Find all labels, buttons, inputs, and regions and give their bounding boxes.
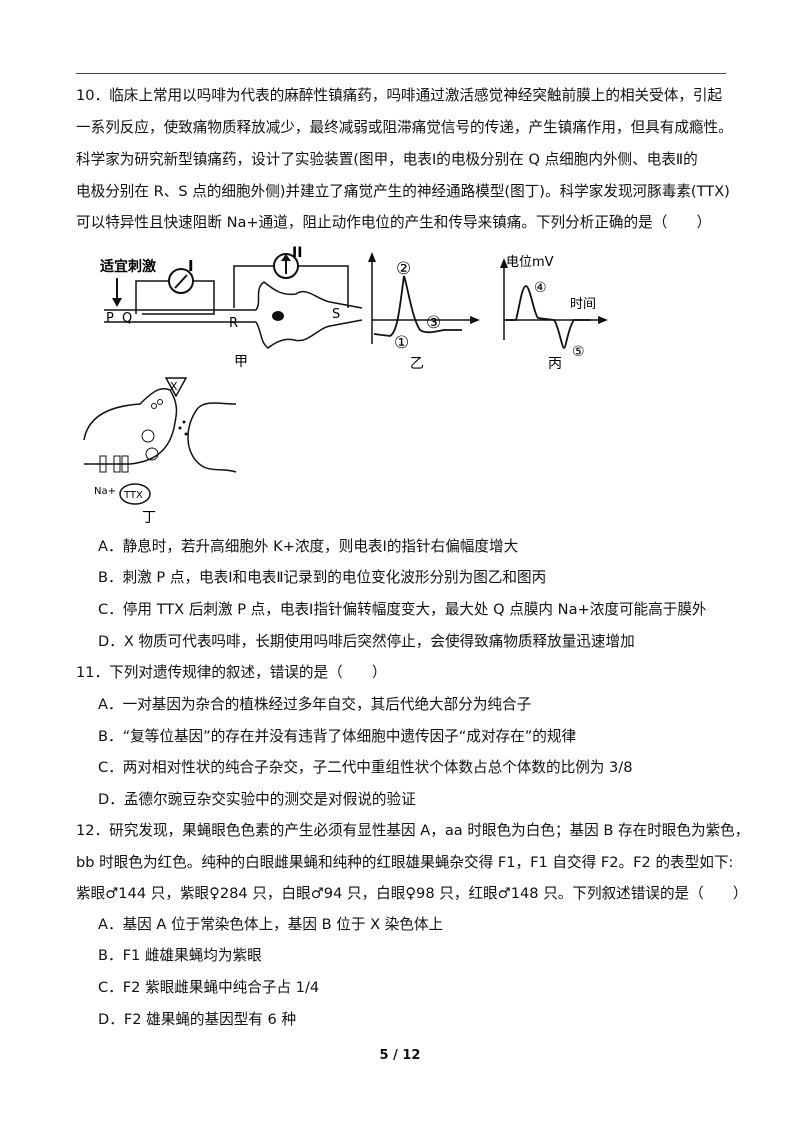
point-q: Q	[122, 311, 132, 326]
na-label: Na+	[94, 486, 116, 497]
q10-stem-line-3: 科学家为研究新型镇痛药，设计了实验装置(图甲，电表Ⅰ的电极分别在 Q 点细胞内外…	[76, 151, 698, 168]
q11-stem: 11．下列对遗传规律的叙述，错误的是（ ）	[76, 664, 387, 681]
point-s: S	[332, 307, 340, 322]
q10-stem-line-5: 可以特异性且快速阻断 Na+通道，阻止动作电位的产生和传导来镇痛。下列分析正确的…	[76, 214, 712, 231]
point-p: P	[106, 311, 114, 326]
x-label: X	[170, 380, 178, 393]
caption-bing: 丙	[548, 356, 562, 372]
marker-4: ④	[534, 280, 547, 296]
figure-jia: 适宜刺激 I II P Q R S 甲	[100, 245, 363, 370]
q11-option-a: A．一对基因为杂合的植株经过多年自交，其后代绝大部分为纯合子	[98, 696, 532, 713]
q10-option-b: B．刺激 P 点，电表Ⅰ和电表Ⅱ记录到的电位变化波形分别为图乙和图丙	[98, 569, 547, 586]
q12-option-a: A．基因 A 位于常染色体上，基因 B 位于 X 染色体上	[98, 916, 444, 933]
q11-option-d: D．孟德尔豌豆杂交实验中的测交是对假说的验证	[98, 791, 416, 808]
caption-ding: 丁	[142, 510, 156, 526]
page-number: 5 / 12	[379, 1048, 421, 1063]
q10-stem-line-4: 电极分别在 R、S 点的细胞外侧)并建立了痛觉产生的神经通路模型(图丁)。科学家…	[76, 183, 730, 200]
stimulus-label: 适宜刺激	[100, 258, 156, 275]
q12-stem-line-3: 紫眼♂144 只，紫眼♀284 只，白眼♂94 只，白眼♀98 只，红眼♂148…	[76, 885, 748, 902]
q10-option-d: D．X 物质可代表吗啡，长期使用吗啡后突然停止，会使得致痛物质释放量迅速增加	[98, 633, 635, 650]
figure-yi: ① ② ③ 乙	[368, 252, 480, 372]
marker-2: ②	[396, 259, 411, 279]
meter-2-label: II	[292, 245, 302, 261]
q10-option-c: C．停用 TTX 后刺激 P 点，电表Ⅰ指针偏转幅度变大，最大处 Q 点膜内 N…	[98, 601, 707, 618]
q12-option-c: C．F2 紫眼雌果蝇中纯合子占 1/4	[98, 979, 320, 996]
q10-stem-line-2: 一系列反应，使致痛物质释放减少，最终减弱或阻滞痛觉信号的传递，产生镇痛作用，但具…	[76, 119, 733, 136]
q11-option-b: B．“复等位基因”的存在并没有违背了体细胞中遗传因子“成对存在”的规律	[98, 728, 577, 745]
caption-jia: 甲	[234, 354, 248, 370]
point-r: R	[229, 316, 238, 331]
marker-3: ③	[426, 313, 441, 333]
q12-stem-line-1: 12．研究发现，果蝇眼色色素的产生必须有显性基因 A，aa 时眼色为白色；基因 …	[76, 822, 750, 839]
q12-stem-line-2: bb 时眼色为红色。纯种的白眼雌果蝇和纯种的红眼雄果蝇杂交得 F1，F1 自交得…	[76, 854, 734, 871]
figure-bing: 电位mV ④ 时间 ⑤ 丙	[500, 255, 608, 372]
q12-option-d: D．F2 雄果蝇的基因型有 6 种	[98, 1011, 297, 1028]
q12-option-b: B．F1 雌雄果蝇均为紫眼	[98, 947, 262, 964]
header-rule	[76, 73, 726, 74]
caption-yi: 乙	[410, 356, 424, 372]
q11-option-c: C．两对相对性状的纯合子杂交，子二代中重组性状个体数占总个体数的比例为 3/8	[98, 759, 633, 776]
ttx-label: TTX	[123, 490, 143, 501]
bing-xlabel: 时间	[570, 297, 596, 312]
q10-stem-line-1: 10．临床上常用以吗啡为代表的麻醉性镇痛药，吗啡通过激活感觉神经突触前膜上的相关…	[76, 87, 723, 104]
marker-5: ⑤	[572, 344, 585, 360]
meter-1-label: I	[188, 257, 194, 275]
figure-ding: X Na+ TTX 丁	[83, 377, 237, 526]
q10-option-a: A．静息时，若升高细胞外 K+浓度，则电表Ⅰ的指针右偏幅度增大	[98, 538, 519, 555]
bing-ylabel: 电位mV	[506, 255, 554, 270]
marker-1: ①	[394, 333, 409, 353]
